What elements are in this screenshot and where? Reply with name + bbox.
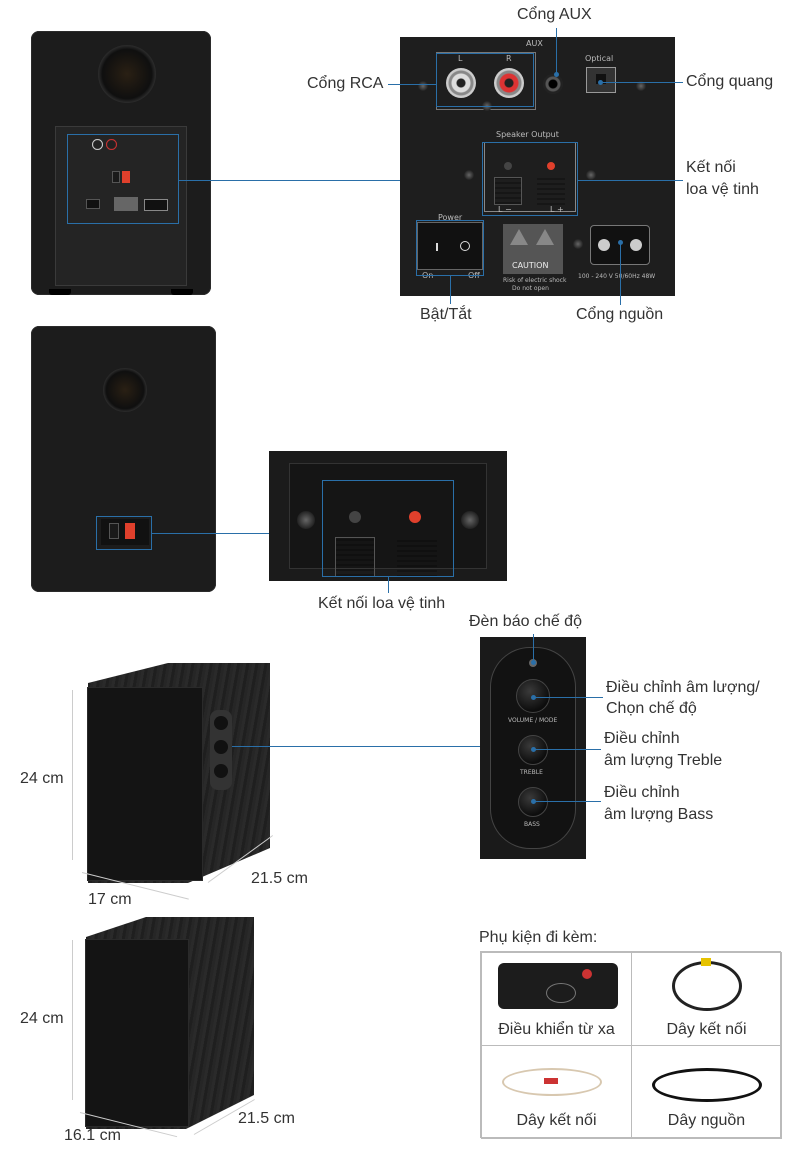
- rca-cable-icon: [672, 958, 742, 1011]
- main-depth-label: 21.5 cm: [251, 870, 308, 887]
- main-width-label: 17 cm: [88, 891, 132, 908]
- optical-printed-label: Optical: [585, 54, 614, 63]
- satellite-speaker-back: [31, 326, 216, 592]
- satellite-callout: Kết nối loa vệ tinh: [318, 595, 446, 612]
- bass-callout-2: âm lượng Bass: [604, 806, 714, 823]
- volume-callout-2: Chọn chế độ: [606, 700, 697, 717]
- accessory-rca-cable-label: Dây kết nối: [666, 1021, 747, 1038]
- rca-highlight: [436, 53, 534, 107]
- satellite-terminal-red: [537, 177, 565, 205]
- sat-depth-label: 21.5 cm: [238, 1110, 295, 1127]
- main-speaker-back: [31, 31, 211, 295]
- main-speaker-front: [88, 688, 202, 880]
- power-printed: Power: [438, 213, 463, 222]
- accessories-grid: Điều khiển từ xa Dây kết nối Dây kết nối…: [480, 951, 782, 1139]
- aux-jack: [543, 74, 563, 94]
- satellite-callout-2: loa vệ tinh: [686, 181, 759, 198]
- accessories-title: Phụ kiện đi kèm:: [479, 929, 598, 946]
- accessory-power-cord-label: Dây nguồn: [667, 1112, 746, 1129]
- main-height-label: 24 cm: [20, 770, 64, 787]
- speaker-output-highlight: [482, 142, 578, 216]
- accessory-speaker-wire: Dây kết nối: [481, 1045, 632, 1139]
- rear-panel-zoom: AUX L R Optical Speaker Output L − L + P…: [400, 37, 675, 296]
- rca-l-printed: L: [458, 54, 463, 63]
- zoom-terminal-red: [397, 537, 437, 577]
- l-plus-printed: L +: [550, 205, 564, 214]
- caution-printed: CAUTION: [512, 261, 549, 270]
- bass-callout-1: Điều chỉnh: [604, 784, 680, 801]
- accessory-remote: Điều khiển từ xa: [481, 952, 632, 1046]
- rca-callout: Cổng RCA: [307, 75, 384, 92]
- accessory-rca-cable: Dây kết nối: [631, 952, 782, 1046]
- bass-port: [98, 45, 156, 103]
- satellite-bass-port: [103, 368, 147, 412]
- thumbnail-highlight-box: [67, 134, 179, 224]
- volume-callout-1: Điều chỉnh âm lượng/: [606, 679, 760, 696]
- aux-callout: Cổng AUX: [517, 6, 592, 23]
- power-rocker-switch: [417, 222, 483, 270]
- satellite-thumb-highlight: [96, 516, 152, 550]
- power-switch-highlight: [416, 220, 484, 276]
- speaker-output-printed: Speaker Output: [496, 130, 559, 139]
- sat-height-label: 24 cm: [20, 1010, 64, 1027]
- mode-light-callout: Đèn báo chế độ: [469, 613, 582, 630]
- rca-r-printed: R: [506, 54, 512, 63]
- treble-printed: TREBLE: [520, 769, 543, 776]
- power-switch-callout: Bật/Tắt: [420, 306, 472, 323]
- satellite-callout-1: Kết nối: [686, 159, 736, 176]
- bass-printed: BASS: [524, 821, 540, 828]
- treble-callout-1: Điều chỉnh: [604, 730, 680, 747]
- accessory-power-cord: Dây nguồn: [631, 1045, 782, 1139]
- rear-panel-thumbnail: [55, 126, 187, 286]
- rca-left-jack: [446, 68, 476, 98]
- risk-printed-2: Do not open: [512, 285, 549, 292]
- risk-printed-1: Risk of electric shock: [503, 277, 567, 284]
- satellite-terminal-black: [494, 177, 522, 205]
- l-minus-printed: L −: [498, 205, 512, 214]
- remote-control-icon: [498, 963, 618, 1009]
- speaker-wire-icon: [502, 1068, 602, 1096]
- satellite-zoom-highlight: [322, 480, 454, 577]
- voltage-printed: 100 - 240 V 50/60Hz 48W: [578, 273, 656, 280]
- sat-width-label: 16.1 cm: [64, 1127, 121, 1144]
- power-port-callout: Cổng nguồn: [576, 306, 664, 323]
- rca-right-jack: [494, 68, 524, 98]
- treble-callout-2: âm lượng Treble: [604, 752, 723, 769]
- optical-callout: Cổng quang: [686, 73, 774, 90]
- power-cord-icon: [652, 1068, 762, 1102]
- optical-port: [586, 67, 616, 93]
- satellite-speaker-front: [86, 940, 188, 1126]
- thumbnail-link-line: [179, 180, 400, 181]
- accessory-remote-label: Điều khiển từ xa: [498, 1021, 615, 1038]
- volume-mode-printed: VOLUME / MODE: [508, 717, 558, 724]
- aux-printed-label: AUX: [526, 39, 543, 48]
- accessory-speaker-wire-label: Dây kết nối: [516, 1112, 597, 1129]
